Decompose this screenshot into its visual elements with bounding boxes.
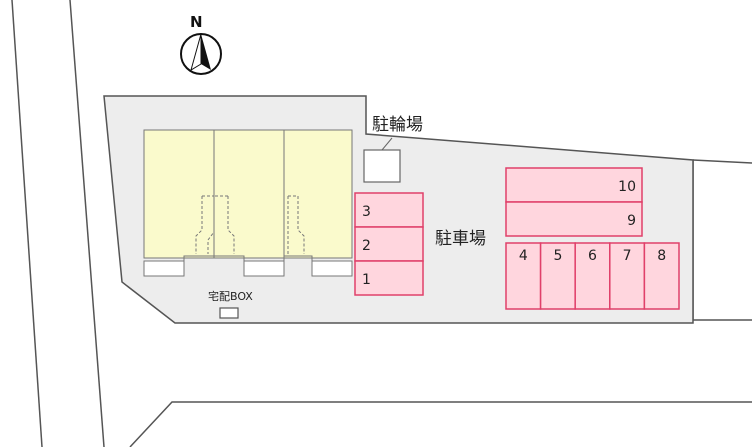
parking-space-number: 1 [362, 272, 371, 288]
bicycle-parking-label: 駐輪場 [372, 115, 423, 135]
parking-space [505, 242, 542, 310]
entrance-outline [214, 195, 235, 254]
parking-right-vertical: 4 5 6 7 8 [505, 242, 680, 310]
parking-space [574, 242, 611, 310]
parking-space [505, 167, 643, 203]
parking-right-horizontal: 10 9 [505, 167, 643, 237]
building-unit [283, 129, 353, 259]
bicycle-parking-leader [381, 137, 393, 151]
compass-icon [180, 33, 222, 75]
parking-space-number: 8 [657, 248, 666, 264]
parking-space-number: 2 [362, 238, 371, 254]
parking-space-number: 4 [519, 248, 528, 264]
compass-north-label: N [190, 13, 203, 31]
building [143, 129, 353, 277]
parking-space [505, 201, 643, 237]
car-parking-label: 駐車場 [435, 229, 486, 249]
entrance-outline [287, 195, 305, 254]
porch [311, 260, 353, 277]
building-unit [143, 129, 215, 259]
parking-left-column: 3 2 1 [354, 192, 424, 296]
parking-space-number: 10 [618, 179, 636, 195]
building-unit [213, 129, 285, 259]
parking-space [643, 242, 680, 310]
delivery-box [219, 307, 239, 319]
parking-space [609, 242, 646, 310]
parking-space [539, 242, 576, 310]
bicycle-parking-area [363, 149, 401, 183]
entrance-outline [195, 195, 215, 254]
parking-space [354, 260, 424, 296]
porch [143, 260, 185, 277]
parking-space-number: 9 [627, 213, 636, 229]
parking-space-number: 3 [362, 204, 371, 220]
parking-space-number: 6 [588, 248, 597, 264]
parking-space [354, 192, 424, 228]
porch [243, 260, 285, 277]
delivery-box-label: 宅配BOX [208, 290, 253, 303]
parking-space-number: 7 [623, 248, 632, 264]
parking-space-number: 5 [553, 248, 562, 264]
